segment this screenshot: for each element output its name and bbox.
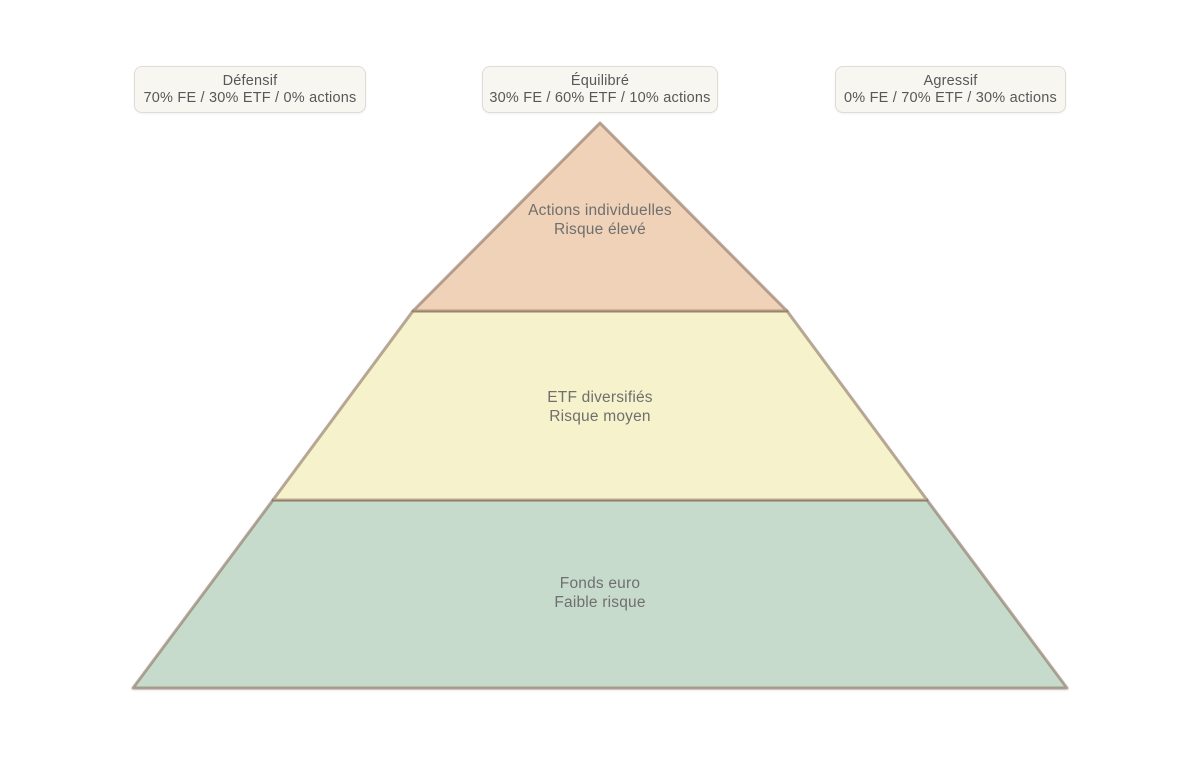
layer-label-etf-diversifies: ETF diversifiés Risque moyen bbox=[400, 388, 800, 426]
layer-risk: Faible risque bbox=[554, 594, 646, 611]
layer-title: Actions individuelles bbox=[528, 202, 672, 219]
profile-name: Agressif bbox=[923, 73, 978, 89]
layer-risk: Risque moyen bbox=[549, 408, 651, 425]
layer-label-fonds-euro: Fonds euro Faible risque bbox=[400, 574, 800, 612]
profile-card-defensif: Défensif 70% FE / 30% ETF / 0% actions bbox=[134, 66, 366, 113]
profile-card-equilibre: Équilibré 30% FE / 60% ETF / 10% actions bbox=[482, 66, 718, 113]
layer-shape-actions-individuelles bbox=[411, 121, 789, 313]
profile-card-agressif: Agressif 0% FE / 70% ETF / 30% actions bbox=[835, 66, 1066, 113]
profile-allocation: 70% FE / 30% ETF / 0% actions bbox=[143, 90, 357, 106]
layer-title: Fonds euro bbox=[559, 575, 641, 592]
layer-title: ETF diversifiés bbox=[547, 389, 653, 406]
layer-label-actions-individuelles: Actions individuelles Risque élevé bbox=[400, 201, 800, 239]
profile-allocation: 0% FE / 70% ETF / 30% actions bbox=[844, 90, 1057, 106]
profile-name: Défensif bbox=[222, 73, 278, 89]
profile-allocation: 30% FE / 60% ETF / 10% actions bbox=[489, 90, 711, 106]
layer-risk: Risque élevé bbox=[553, 221, 646, 238]
profile-name: Équilibré bbox=[570, 73, 630, 89]
